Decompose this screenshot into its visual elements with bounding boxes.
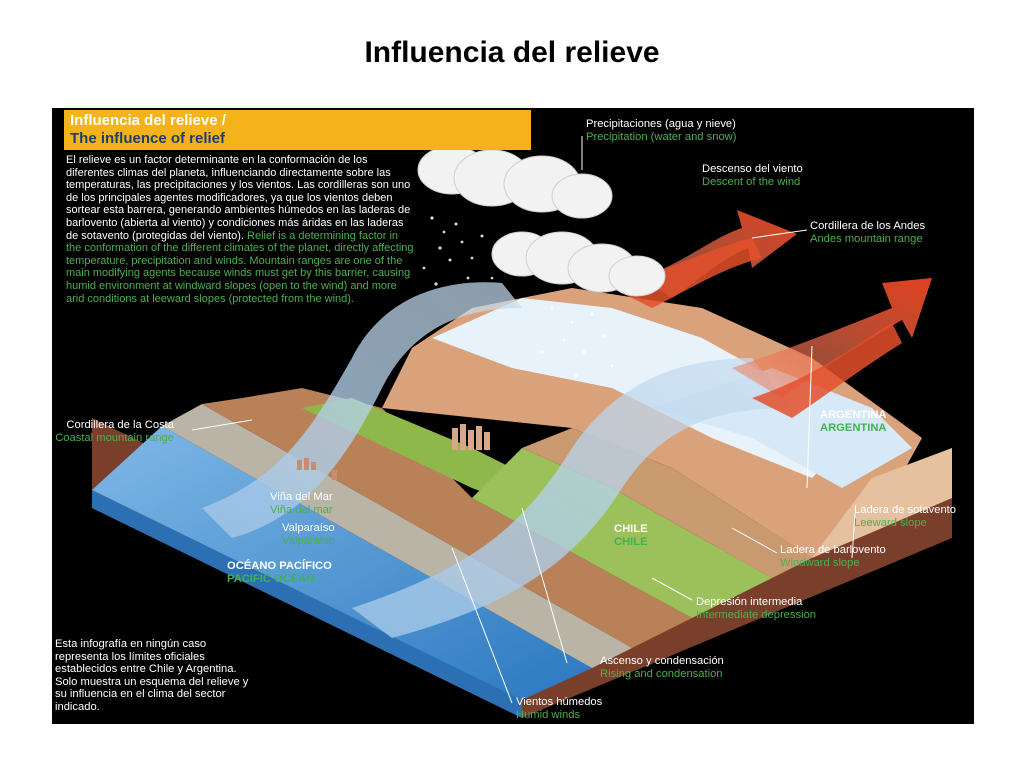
header-band: Influencia del relieve / The influence o… [64, 110, 531, 150]
intro-text: El relieve es un factor determinante en … [66, 154, 416, 305]
ocean [92, 426, 592, 700]
cloud-icon [491, 231, 666, 297]
header-title-en: The influence of relief [70, 130, 226, 147]
cloud-icon [417, 145, 613, 219]
ocean-side [92, 490, 522, 718]
descent-arrow-lower [732, 278, 932, 398]
humid-wind-band-1 [202, 282, 522, 538]
label-precipitation: Precipitaciones (agua y nieve)Precipitat… [586, 118, 737, 143]
intro-es: El relieve es un factor determinante en … [66, 154, 411, 242]
argentina-strip [812, 448, 952, 558]
intro-en: Relief is a determining factor in the co… [66, 229, 414, 305]
header-title-es: Influencia del relieve / [70, 112, 226, 129]
relief-scene [92, 136, 952, 718]
precipitation-drops [422, 216, 614, 378]
city-icon [452, 424, 490, 450]
humid-wind-band-2 [352, 358, 792, 638]
city-icon [297, 458, 337, 480]
leader-lines [191, 136, 856, 704]
disclaimer-text: Esta infografía en ningún caso represent… [55, 638, 249, 713]
relief-infographic: Influencia del relieve / The influence o… [52, 108, 974, 724]
slide-title: Influencia del relieve [364, 36, 660, 69]
descent-arrow-body-2 [752, 323, 902, 418]
